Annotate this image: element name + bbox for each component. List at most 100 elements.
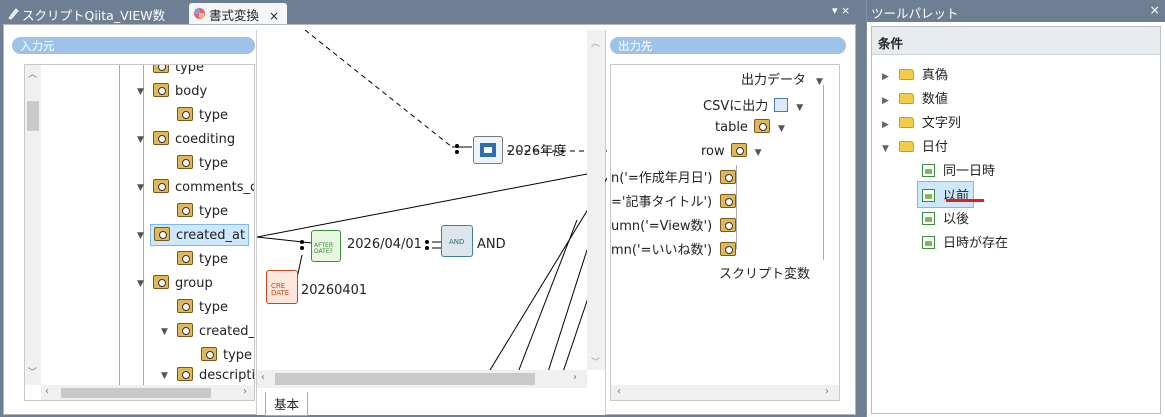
- output-item-script-vars[interactable]: スクリプト変数: [719, 267, 811, 282]
- cre-date-node-icon[interactable]: CRE DATE: [266, 270, 298, 304]
- palette-title-bar: ツールパレット ×: [867, 0, 1165, 22]
- palette-item-same-datetime[interactable]: 同一日時: [922, 160, 995, 179]
- output-item-data[interactable]: 出力データ▼: [741, 73, 823, 88]
- palette-folder-number[interactable]: ▶数値: [882, 92, 948, 107]
- collapse-arrow-icon[interactable]: ▼: [137, 231, 144, 241]
- output-item-table[interactable]: table▼: [715, 119, 785, 135]
- tree-item-type[interactable]: type: [177, 107, 228, 123]
- expand-arrow-icon[interactable]: ▶: [882, 120, 889, 130]
- scroll-right-icon[interactable]: ›: [825, 386, 829, 397]
- scroll-up-icon[interactable]: ︿: [591, 39, 601, 49]
- scroll-left-icon[interactable]: ‹: [45, 386, 49, 397]
- input-tree[interactable]: ︿ ﹀ type ▼ body type ▼ coediting type ▼ …: [24, 64, 255, 401]
- tabbar-menu-icons[interactable]: ▾ ×: [832, 4, 851, 17]
- tree-item-type[interactable]: type: [177, 203, 228, 219]
- palette-folder-string[interactable]: ▶文字列: [882, 116, 961, 131]
- mapping-canvas[interactable]: 2026年度 AFTER DATE? 2026/04/01 AND AND CR…: [256, 30, 607, 416]
- output-item-column[interactable]: umn('=View数'): [611, 215, 737, 234]
- tab-format-convert[interactable]: 書式変換 ×: [189, 3, 288, 24]
- tree-item-created-at[interactable]: created_at: [150, 224, 250, 246]
- tab-close-icon[interactable]: ×: [269, 9, 280, 23]
- collapse-arrow-icon[interactable]: ▼: [882, 144, 889, 154]
- output-tree-hscroll[interactable]: ‹ ›: [611, 385, 839, 400]
- input-panel-header: 入力元: [12, 37, 255, 54]
- scroll-thumb[interactable]: [61, 388, 211, 398]
- scroll-left-icon[interactable]: ‹: [617, 386, 621, 397]
- scroll-up-icon[interactable]: ︿: [28, 70, 38, 80]
- output-panel-header: 出力先: [610, 37, 846, 54]
- palette-item-before[interactable]: 以前: [917, 181, 975, 208]
- node-icon: [201, 347, 217, 361]
- canvas-vscroll[interactable]: ︿ ﹀: [587, 30, 605, 370]
- node-icon: [153, 275, 169, 289]
- scroll-right-icon[interactable]: ›: [243, 386, 247, 397]
- tree-item-type[interactable]: type: [177, 155, 228, 171]
- expand-arrow-icon[interactable]: ▼: [777, 124, 785, 134]
- expand-arrow-icon[interactable]: ▼: [754, 148, 762, 158]
- node-icon: [720, 194, 737, 208]
- collapse-arrow-icon[interactable]: ▼: [161, 327, 168, 337]
- date-condition-icon: [922, 212, 935, 225]
- tab-basic[interactable]: 基本: [265, 392, 309, 416]
- node-icon: [177, 299, 193, 313]
- and-node-icon[interactable]: AND: [441, 225, 473, 257]
- collapse-arrow-icon[interactable]: ▼: [137, 135, 144, 145]
- output-item-column[interactable]: ='記事タイトル'): [611, 191, 737, 210]
- red-underline-annotation: [946, 199, 984, 202]
- after-date-node-icon[interactable]: AFTER DATE?: [311, 230, 341, 262]
- scroll-thumb[interactable]: [275, 373, 535, 385]
- expand-arrow-icon[interactable]: ▶: [882, 96, 889, 106]
- canvas-hscroll[interactable]: ‹ ›: [257, 370, 587, 388]
- palette-folder-date[interactable]: ▼日付: [882, 140, 948, 155]
- expand-arrow-icon[interactable]: ▶: [882, 72, 889, 82]
- output-item-row[interactable]: row▼: [701, 143, 762, 159]
- output-item-csv[interactable]: CSVに出力▼: [703, 98, 804, 114]
- palette-item-after[interactable]: 以後: [922, 208, 969, 227]
- palette-close-icon[interactable]: ×: [1149, 2, 1160, 17]
- scroll-right-icon[interactable]: ›: [573, 372, 577, 383]
- output-item-column[interactable]: n('=作成年月日'): [611, 167, 737, 186]
- node-icon: [153, 179, 169, 193]
- tree-item-type[interactable]: type: [177, 251, 228, 267]
- node-icon: [720, 242, 737, 256]
- expand-arrow-icon[interactable]: ▼: [796, 103, 804, 113]
- tree-item-type[interactable]: type: [153, 65, 204, 75]
- input-tree-vscroll[interactable]: ︿ ﹀: [25, 65, 41, 385]
- year-node-icon[interactable]: [473, 136, 503, 164]
- tree-item-description[interactable]: descriptio: [177, 367, 254, 383]
- tree-item-type[interactable]: type: [177, 299, 228, 315]
- collapse-arrow-icon[interactable]: ▼: [137, 279, 144, 289]
- year-node-label: 2026年度: [507, 144, 567, 159]
- tree-item-group[interactable]: group: [153, 275, 213, 291]
- scroll-down-icon[interactable]: ﹀: [28, 368, 38, 378]
- node-icon: [177, 323, 193, 337]
- tree-item-comments[interactable]: comments_c: [153, 179, 254, 195]
- tree-item-body[interactable]: body: [153, 83, 207, 99]
- collapse-arrow-icon[interactable]: ▼: [161, 371, 168, 381]
- input-tree-hscroll[interactable]: ‹ ›: [41, 385, 254, 400]
- script-icon: [6, 7, 19, 20]
- tool-palette: ツールパレット × 条件 ▶真偽 ▶数値 ▶文字列 ▼日付 同一日時 以前 以後…: [866, 0, 1165, 417]
- node-icon: [753, 119, 770, 133]
- expand-arrow-icon[interactable]: ▼: [816, 77, 823, 87]
- tab-bar: スクリプトQiita_VIEW数 書式変換 × ▾ ×: [0, 0, 862, 24]
- collapse-arrow-icon[interactable]: ▼: [137, 87, 144, 97]
- scroll-thumb[interactable]: [27, 101, 39, 131]
- tree-item-created[interactable]: created_: [177, 323, 254, 339]
- palette-item-datetime-exists[interactable]: 日時が存在: [922, 232, 1008, 251]
- scroll-down-icon[interactable]: ﹀: [591, 358, 601, 368]
- scroll-left-icon[interactable]: ‹: [261, 372, 265, 383]
- collapse-arrow-icon[interactable]: ▼: [137, 183, 144, 193]
- palette-panel: 条件 ▶真偽 ▶数値 ▶文字列 ▼日付 同一日時 以前 以後 日時が存在: [871, 26, 1161, 414]
- folder-icon: [898, 69, 914, 80]
- node-icon: [730, 143, 747, 157]
- palette-section-conditions[interactable]: 条件: [872, 27, 1160, 55]
- tree-item-type[interactable]: type: [201, 347, 252, 363]
- tab-script-qiita-view[interactable]: スクリプトQiita_VIEW数: [2, 3, 173, 24]
- mapping-editor: 入力元 ︿ ﹀ type ▼ body type ▼ coediting typ…: [3, 24, 856, 416]
- tree-item-coediting[interactable]: coediting: [153, 131, 235, 147]
- output-item-column[interactable]: mn('=いいね数'): [611, 239, 737, 258]
- node-icon: [153, 83, 169, 97]
- output-tree[interactable]: 出力データ▼ CSVに出力▼ table▼ row▼ n('=作成年月日') =…: [610, 64, 840, 401]
- palette-folder-boolean[interactable]: ▶真偽: [882, 68, 948, 83]
